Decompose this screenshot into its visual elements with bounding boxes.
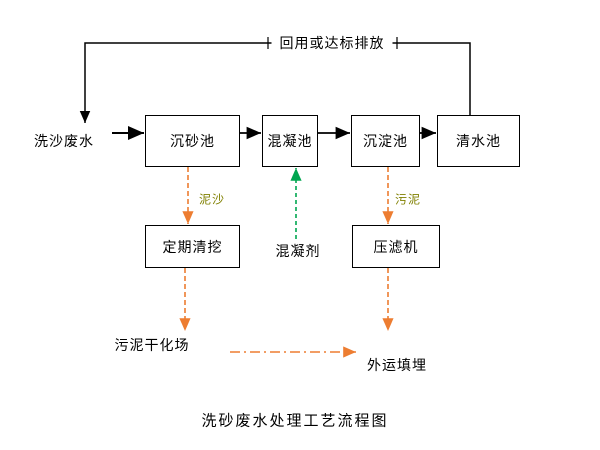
- box-filter-press: 压滤机: [352, 225, 440, 268]
- box-grit-chamber: 沉砂池: [145, 115, 240, 167]
- box-clear-water-tank-label: 清水池: [456, 133, 501, 149]
- box-coagulation-tank-label: 混凝池: [267, 133, 313, 149]
- sludge-drying-field-label: 污泥干化场: [114, 337, 190, 353]
- box-sedimentation-tank-label: 沉淀池: [363, 133, 408, 149]
- box-periodic-dredging-label: 定期清挖: [162, 238, 223, 255]
- influent-label: 洗沙废水: [34, 133, 94, 149]
- recycle-line: [79, 42, 471, 123]
- box-grit-chamber-label: 沉砂池: [170, 133, 215, 149]
- sediment-stream-label: 泥沙: [198, 192, 226, 207]
- diagram-title: 洗砂废水处理工艺流程图: [201, 412, 389, 430]
- box-sedimentation-tank: 沉淀池: [351, 115, 420, 167]
- box-periodic-dredging: 定期清挖: [145, 225, 240, 268]
- box-filter-press-label: 压滤机: [373, 238, 419, 255]
- recycle-label: 回用或达标排放: [271, 33, 393, 53]
- coagulant-label: 混凝剂: [275, 243, 321, 259]
- box-clear-water-tank: 清水池: [437, 115, 520, 167]
- box-coagulation-tank: 混凝池: [262, 115, 318, 167]
- sludge-stream-label: 污泥: [394, 192, 422, 207]
- offsite-landfill-label: 外运填埋: [367, 357, 427, 373]
